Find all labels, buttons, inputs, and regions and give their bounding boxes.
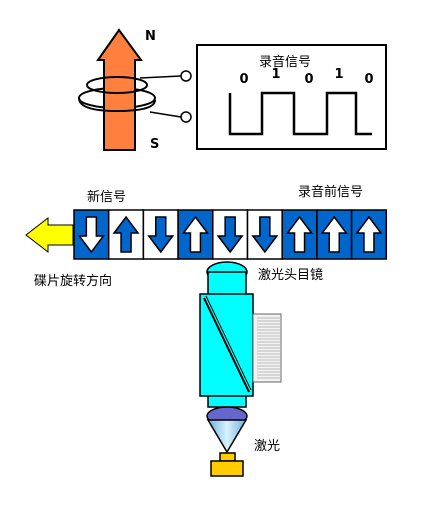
square-wave [228,91,372,136]
track-cell [177,209,214,260]
coil-front-loop [78,97,156,113]
track-cell [142,209,179,260]
signal-box-frame [196,44,387,150]
bit-label: 1 [334,67,343,82]
track-cell [73,209,110,260]
laser-beam-cone [206,419,248,454]
up-arrow-icon [286,215,314,253]
laser-diode-base [210,460,244,477]
down-arrow-icon [77,216,105,254]
north-label: N [145,29,156,44]
optical-head: 激光头目镜 激光 [199,261,323,477]
down-arrow-icon [216,216,244,254]
bit-label: 1 [271,67,280,82]
disc-track: 新信号 录音前信号 碟片旋转方向 [25,184,388,289]
pre-record-label: 录音前信号 [298,184,363,200]
track-cell [281,209,318,260]
south-label: S [150,137,159,152]
down-arrow-icon [147,216,175,254]
track-cell [246,209,283,260]
down-arrow-icon [251,216,279,254]
coil-upper-loop [86,76,148,94]
track-cell [107,209,145,260]
track-cell [212,209,249,260]
up-arrow-icon [355,215,383,253]
new-signal-label: 新信号 [87,189,126,205]
coil-lead-bottom [149,111,182,118]
track-cells [73,209,388,260]
bit-label: 0 [364,72,373,87]
terminal-top [180,70,192,82]
rotation-label: 碟片旋转方向 [34,273,112,289]
electromagnet: N S [78,28,192,152]
laser-diode-top [219,452,236,462]
recording-signal-box: 录音信号 0 1 0 1 0 [196,44,387,150]
up-arrow-icon [181,215,209,253]
bit-labels: 0 1 0 1 0 [239,67,373,87]
up-arrow-icon [320,215,348,253]
signal-box-title: 录音信号 [259,54,311,70]
beam-splitter-mirror [203,297,250,393]
photodetector-grid [257,317,281,379]
beam-splitter-mirror-2 [205,295,252,391]
track-cell [316,209,353,260]
coil-lead-top [139,75,182,79]
track-cell [350,209,388,260]
up-arrow-icon [112,215,140,253]
bit-label: 0 [304,72,313,87]
rotation-direction-arrow [25,216,74,254]
bit-label: 0 [239,72,248,87]
objective-lens-label: 激光头目镜 [258,268,323,283]
terminal-bottom [180,111,192,123]
laser-label: 激光 [254,439,280,454]
magnet-arrow [96,28,143,151]
